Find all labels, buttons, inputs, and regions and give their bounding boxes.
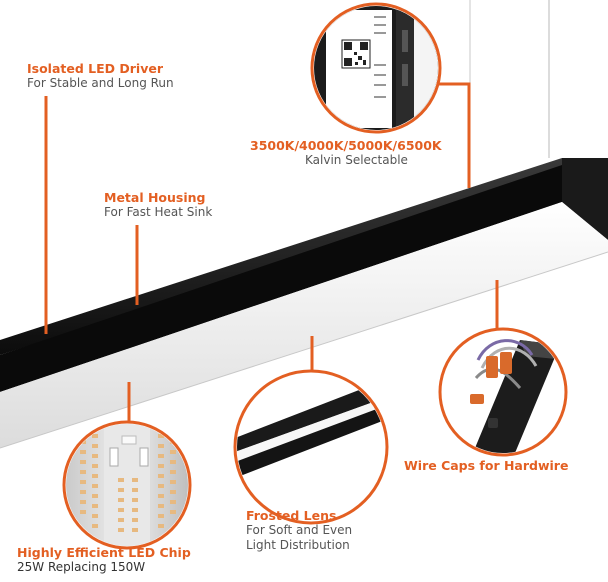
wire-connector-icon: [470, 352, 512, 404]
housing-side: [0, 165, 562, 392]
kelvin-subtitle: Kalvin Selectable: [305, 153, 408, 167]
lens-detail-circle: [233, 369, 389, 525]
led-chip-icon: [66, 424, 188, 546]
driver-subtitle: For Stable and Long Run: [27, 76, 174, 90]
kelvin-callout: 3500K/4000K/5000K/6500K Kalvin Selectabl…: [250, 138, 442, 168]
housing-subtitle: For Fast Heat Sink: [104, 205, 213, 219]
lens-subtitle-line2: Light Distribution: [246, 538, 350, 552]
kelvin-title: 3500K/4000K/5000K/6500K: [250, 138, 442, 153]
housing-title: Metal Housing: [104, 190, 206, 205]
frosted-lens-strip: [0, 202, 608, 448]
wirecaps-callout: Wire Caps for Hardwire: [404, 458, 568, 473]
lens-callout: Frosted Lens For Soft and Even Light Dis…: [246, 508, 352, 553]
housing-callout: Metal Housing For Fast Heat Sink: [104, 190, 212, 220]
chip-callout: Highly Efficient LED Chip 25W Replacing …: [17, 545, 191, 575]
linear-light-bar: [0, 158, 608, 449]
lens-subtitle-line1: For Soft and Even: [246, 523, 353, 537]
chip-detail-circle: [62, 420, 192, 550]
qr-code-icon: [341, 39, 371, 69]
lens-title: Frosted Lens: [246, 508, 337, 523]
chip-title: Highly Efficient LED Chip: [17, 545, 191, 560]
driver-detail-circle: [310, 2, 442, 134]
chip-subtitle: 25W Replacing 150W: [17, 560, 146, 574]
driver-callout: Isolated LED Driver For Stable and Long …: [27, 61, 174, 91]
wirecaps-detail-circle: [438, 327, 568, 457]
wirecaps-title: Wire Caps for Hardwire: [404, 458, 569, 473]
driver-title: Isolated LED Driver: [27, 61, 163, 76]
housing-end-cap: [562, 158, 608, 240]
